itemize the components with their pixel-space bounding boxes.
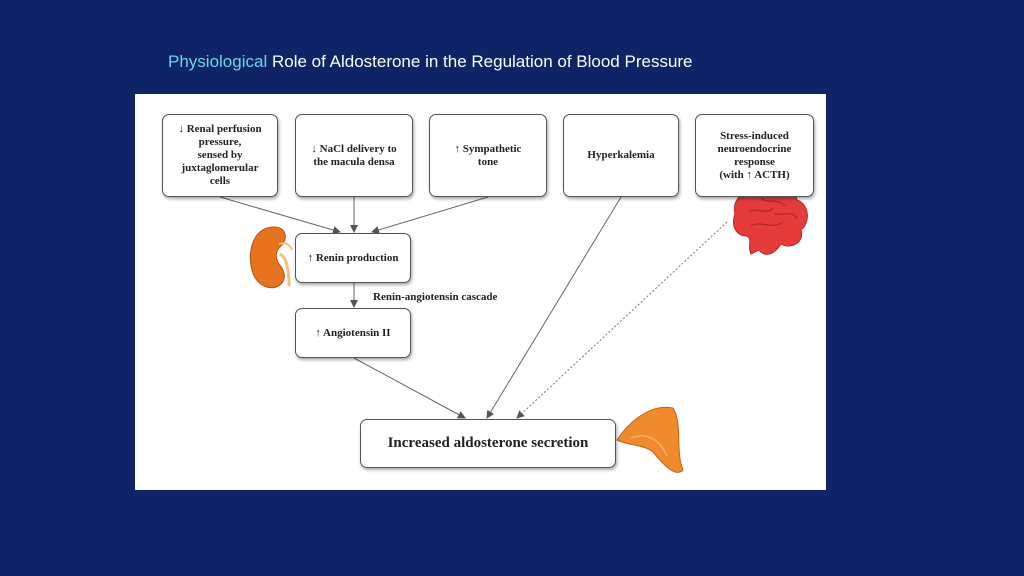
arrow-stress-output [516,221,728,419]
angiotensin-box: ↑ Angiotensin II [295,308,411,358]
renin-production-box: ↑ Renin production [295,233,411,283]
angiotensin-label: ↑ Angiotensin II [315,326,391,339]
diagram-panel: ↓ Renal perfusion pressure, sensed by ju… [135,94,826,490]
input-renal-perfusion-label: ↓ Renal perfusion pressure, sensed by ju… [178,123,262,187]
input-hyperkalemia-label: Hyperkalemia [587,149,655,161]
aldosterone-output-box: Increased aldosterone secretion [360,419,616,468]
input-renal-perfusion: ↓ Renal perfusion pressure, sensed by ju… [162,114,278,197]
arrow-hyperkalemia-output [486,196,622,419]
slide-title: Physiological Role of Aldosterone in the… [168,52,693,72]
input-nacl-delivery-label: ↓ NaCl delivery to the macula densa [311,142,397,168]
input-sympathetic-tone: ↑ Sympathetic tone [429,114,547,197]
aldosterone-output-label: Increased aldosterone secretion [387,435,589,451]
input-stress-response: Stress-induced neuroendocrine response (… [695,114,814,197]
renin-production-label: ↑ Renin production [307,251,399,264]
input-nacl-delivery: ↓ NaCl delivery to the macula densa [295,114,413,197]
input-stress-response-label: Stress-induced neuroendocrine response (… [717,129,792,181]
title-rest: Role of Aldosterone in the Regulation of… [271,52,693,71]
input-sympathetic-tone-label: ↑ Sympathetic tone [454,142,522,168]
arrow-perfusion-renin [219,196,341,234]
adrenal-gland-icon [616,406,684,473]
cascade-label: Renin-angiotensin cascade [373,291,498,303]
kidney-icon [249,226,293,289]
arrow-angiotensin-output [353,357,466,419]
input-hyperkalemia: Hyperkalemia [563,114,679,197]
arrow-sympathetic-renin [371,196,489,234]
title-highlight: Physiological [168,52,268,71]
